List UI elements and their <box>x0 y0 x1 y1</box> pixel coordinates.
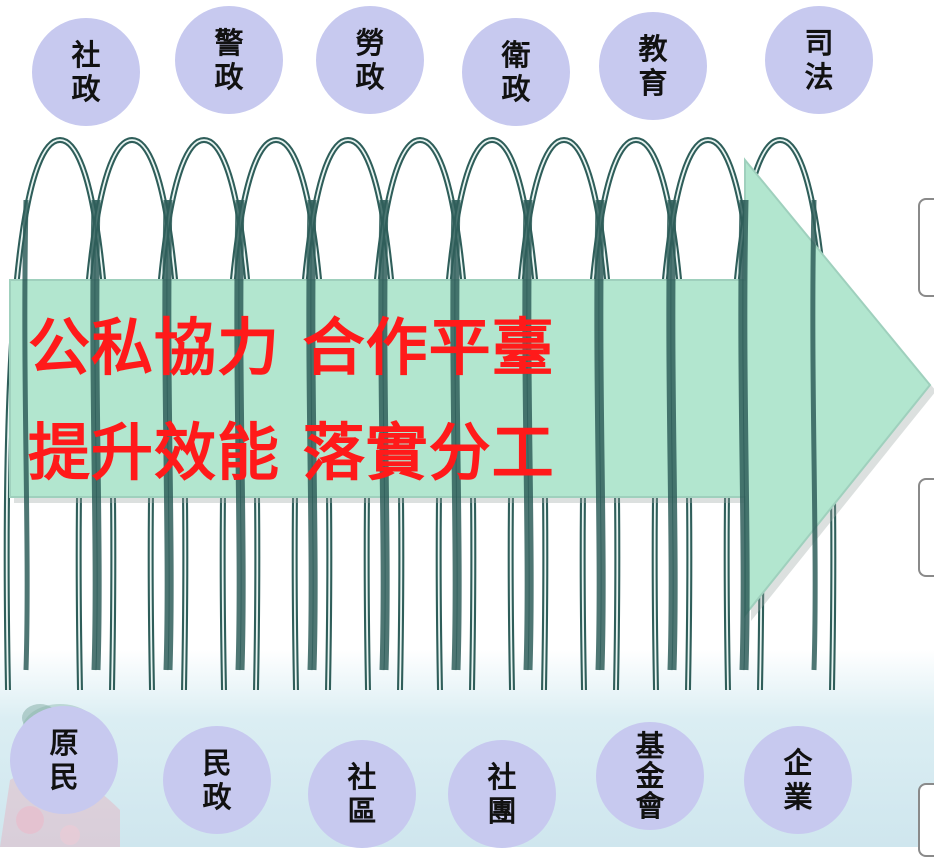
spiral-strand <box>306 199 314 671</box>
spiral-strand <box>238 199 246 671</box>
side-box-1 <box>918 198 934 297</box>
spiral-strand <box>378 199 386 671</box>
spiral-strand <box>94 199 102 671</box>
node-top-6: 司法 <box>765 6 873 114</box>
node-top-2: 警政 <box>175 6 283 114</box>
spiral-strand <box>450 199 458 671</box>
spiral-front <box>22 199 818 671</box>
side-box-3 <box>918 783 934 857</box>
banner-line-1: 公私協力 合作平臺 <box>28 311 555 384</box>
node-bottom-2: 民政 <box>163 726 271 834</box>
banner-line-2: 提升效能 落實分工 <box>28 416 555 489</box>
spiral-strand <box>594 199 602 671</box>
spiral-strand <box>454 199 462 671</box>
spiral-strand <box>382 199 390 671</box>
node-bottom-3: 社區 <box>308 740 416 848</box>
node-top-3: 勞政 <box>316 6 424 114</box>
spiral-strand <box>162 199 170 671</box>
node-top-1: 社政 <box>32 18 140 126</box>
node-bottom-5: 基金會 <box>596 722 704 830</box>
side-box-2 <box>918 478 934 577</box>
spiral-strand <box>670 199 678 671</box>
spiral-strand <box>598 199 606 671</box>
node-bottom-6: 企業 <box>744 726 852 834</box>
spiral-strand <box>742 199 750 671</box>
node-top-5: 教育 <box>599 12 707 120</box>
spiral-strand <box>738 199 746 671</box>
spiral-strand <box>22 199 30 671</box>
node-bottom-1: 原民 <box>10 706 118 814</box>
spiral-strand <box>666 199 674 671</box>
spiral-strand <box>810 199 818 671</box>
node-bottom-4: 社團 <box>448 740 556 848</box>
spiral-strand <box>522 199 530 671</box>
node-top-4: 衛政 <box>462 18 570 126</box>
spiral-strand <box>90 199 98 671</box>
spiral-strand <box>166 199 174 671</box>
spiral-strand <box>310 199 318 671</box>
spiral-strand <box>234 199 242 671</box>
spiral-strand <box>526 199 534 671</box>
